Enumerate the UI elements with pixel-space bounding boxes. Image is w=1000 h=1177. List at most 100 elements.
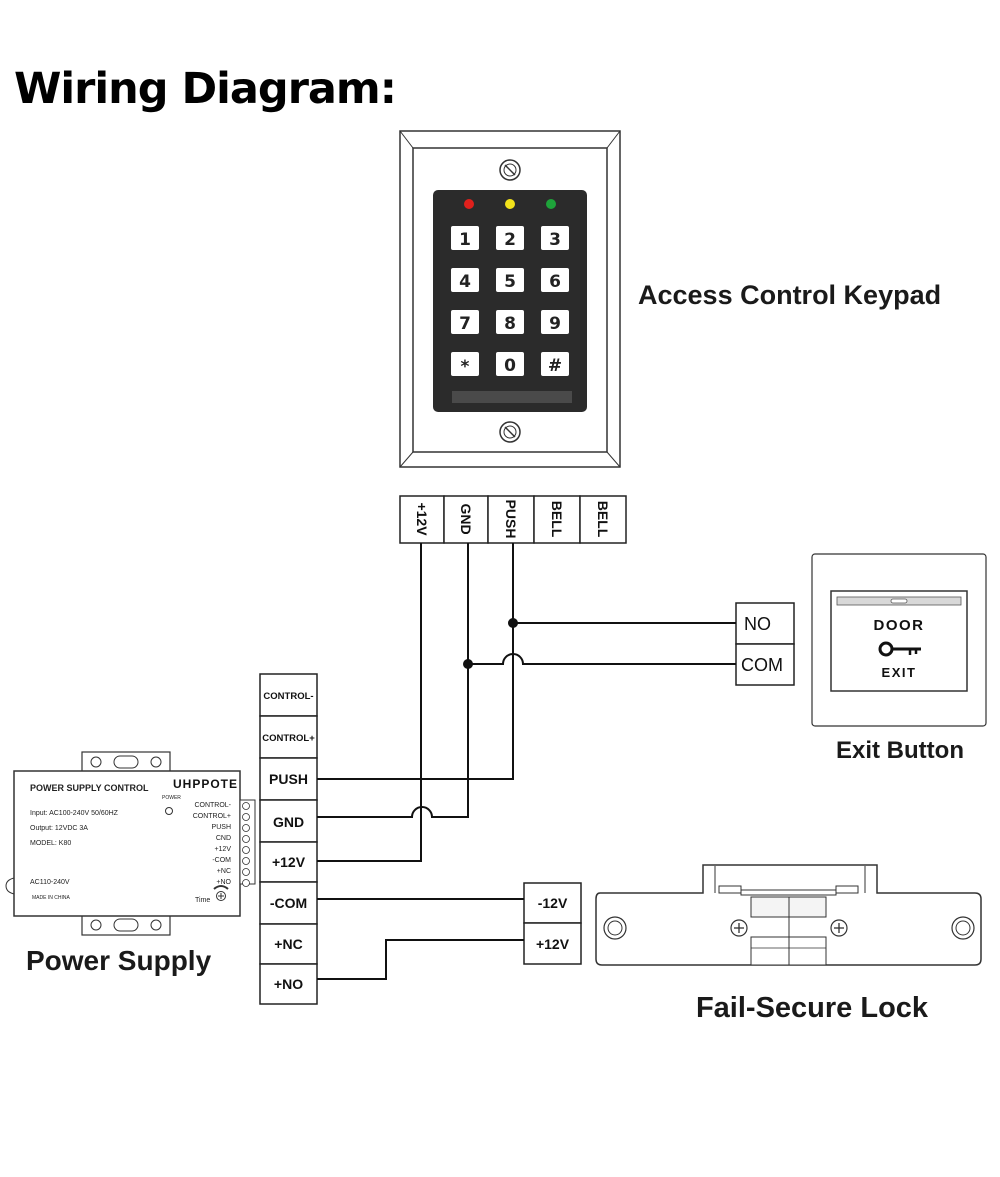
exit-button-indicator: [890, 598, 908, 604]
diagram-title: Wiring Diagram:: [14, 64, 396, 114]
psu-terminal-control-minus: CONTROL-: [263, 691, 313, 702]
lock-detail: [740, 889, 837, 896]
wire-lock-positive: [317, 939, 524, 980]
frame-bevel: [606, 451, 621, 468]
key-label: 3: [549, 230, 561, 250]
exit-text: EXIT: [882, 665, 917, 680]
psu-terminal-12v: +12V: [272, 854, 306, 870]
lock-detail: [750, 936, 790, 966]
top-screw-icon: [499, 159, 521, 181]
psu-made-in: MADE IN CHINA: [32, 895, 70, 901]
power-supply-unit: POWER SUPPLY CONTROL UHPPOTE POWER Input…: [5, 751, 256, 936]
lock-screw-icon: [951, 916, 975, 940]
psu-terminal-control-plus: CONTROL+: [262, 733, 315, 744]
key-3[interactable]: 3: [541, 226, 569, 250]
time-dial-icon[interactable]: [213, 885, 229, 901]
psu-time-text: Time: [195, 897, 210, 904]
lock-terminal-plus-12v: +12V: [536, 936, 570, 952]
wire-gnd: [317, 543, 469, 818]
key-star[interactable]: *: [451, 352, 479, 377]
door-text: DOOR: [874, 617, 925, 634]
exit-terminal-com: COM: [741, 655, 783, 675]
psu-spec-input: Input: AC100-240V 50/60HZ: [30, 810, 119, 817]
key-2[interactable]: 2: [496, 226, 524, 250]
bottom-screw-icon: [499, 421, 521, 443]
keypad-terminal-bell-2: BELL: [595, 501, 611, 538]
keypad-terminal-push: PUSH: [503, 500, 519, 539]
keypad-label: Access Control Keypad: [638, 280, 941, 310]
psu-panel-terminal: CONTROL-: [194, 802, 231, 809]
key-hash[interactable]: #: [541, 352, 569, 376]
exit-button-label: Exit Button: [836, 737, 964, 764]
keypad-terminal-block: +12V GND PUSH BELL BELL: [399, 495, 627, 544]
key-label: 5: [504, 272, 516, 292]
key-label: 9: [549, 314, 561, 334]
power-led: [165, 807, 173, 815]
wire-push: [317, 543, 514, 780]
exit-button: DOOR EXIT: [811, 553, 987, 727]
key-label: *: [461, 357, 470, 377]
lock-terminal-minus-12v: -12V: [538, 895, 568, 911]
key-4[interactable]: 4: [451, 268, 479, 292]
key-5[interactable]: 5: [496, 268, 524, 292]
wires: [317, 543, 736, 980]
yellow-led: [505, 199, 515, 209]
psu-terminal-screws: [242, 802, 250, 887]
lock-screw-icon: [730, 919, 748, 937]
wire-12v: [317, 543, 422, 862]
psu-terminal-block: CONTROL- CONTROL+ PUSH GND +12V -COM +NC…: [259, 673, 318, 1005]
key-7[interactable]: 7: [451, 310, 479, 334]
psu-panel-terminal: +NO: [216, 879, 231, 886]
key-label: 7: [459, 314, 471, 334]
psu-panel-terminal: CND: [216, 835, 231, 842]
lock-terminal-block: -12V +12V: [523, 882, 582, 965]
psu-terminal-nc: +NC: [274, 936, 302, 952]
psu-terminal-com: -COM: [270, 895, 307, 911]
psu-cable-icon: [5, 877, 15, 895]
lock-detail: [718, 885, 742, 894]
key-label: 1: [459, 230, 471, 250]
psu-body: [13, 770, 241, 917]
key-label: 6: [549, 272, 561, 292]
psu-terminal-push: PUSH: [269, 771, 308, 787]
keypad-terminal-bell-1: BELL: [549, 501, 565, 538]
exit-button-face[interactable]: [830, 590, 968, 692]
psu-panel-terminal: CONTROL+: [193, 813, 231, 820]
access-control-keypad: 1 2 3 4 5 6 7 8 9 * 0 #: [399, 130, 621, 468]
wire-exit-com: [468, 653, 736, 665]
lock-screw-icon: [830, 919, 848, 937]
frame-bevel: [399, 130, 414, 149]
psu-brand: UHPPOTE: [173, 777, 238, 791]
fail-secure-lock: [595, 864, 982, 966]
psu-panel-terminal: PUSH: [212, 824, 231, 831]
psu-panel-terminal: +12V: [214, 846, 231, 853]
exit-terminal-block: NO COM: [735, 602, 795, 686]
frame-bevel: [606, 130, 621, 149]
psu-ac-text: AC110-240V: [30, 879, 70, 886]
key-6[interactable]: 6: [541, 268, 569, 292]
psu-panel-terminal: +NC: [217, 868, 231, 875]
key-label: #: [548, 356, 562, 376]
key-9[interactable]: 9: [541, 310, 569, 334]
card-reader-strip: [452, 391, 572, 403]
key-label: 8: [504, 314, 516, 334]
psu-power-text: POWER: [162, 795, 181, 801]
keypad-face: [433, 190, 587, 412]
junction-dot: [508, 618, 518, 628]
psu-panel-terminal: -COM: [212, 857, 231, 864]
key-label: 2: [504, 230, 516, 250]
key-8[interactable]: 8: [496, 310, 524, 334]
lock-detail: [788, 936, 827, 966]
power-supply-label: Power Supply: [26, 945, 212, 976]
key-label: 0: [504, 356, 516, 376]
keypad-terminal-12v: +12V: [414, 502, 430, 536]
key-label: 4: [459, 272, 471, 292]
lock-detail: [835, 885, 859, 894]
lock-label: Fail-Secure Lock: [696, 992, 929, 1024]
key-0[interactable]: 0: [496, 352, 524, 376]
key-1[interactable]: 1: [451, 226, 479, 250]
psu-panel-title: POWER SUPPLY CONTROL: [30, 783, 149, 793]
lock-screw-icon: [603, 916, 627, 940]
exit-terminal-no: NO: [744, 614, 771, 634]
